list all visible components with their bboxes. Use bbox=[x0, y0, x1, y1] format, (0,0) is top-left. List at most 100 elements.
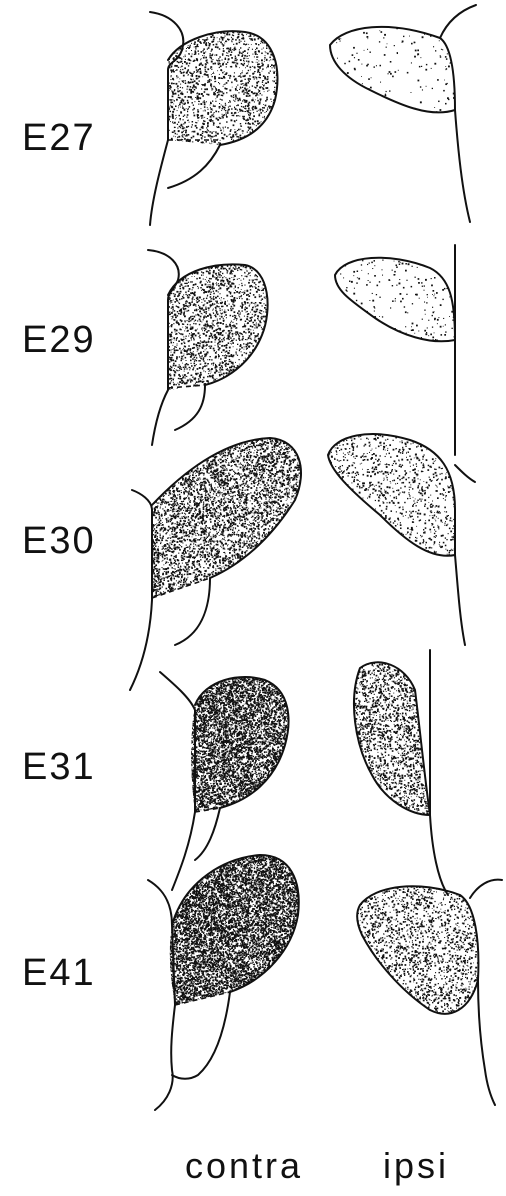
stipple-dot bbox=[273, 138, 274, 139]
stipple-dot bbox=[215, 357, 217, 359]
stipple-dot bbox=[273, 72, 275, 74]
stipple-dot bbox=[208, 371, 209, 372]
stipple-dot bbox=[269, 132, 271, 134]
stipple-dot bbox=[347, 72, 349, 74]
stipple-dot bbox=[215, 316, 217, 318]
stipple-dot bbox=[176, 356, 178, 358]
stipple-dot bbox=[361, 23, 362, 24]
stipple-dot bbox=[260, 131, 262, 133]
stipple-dot bbox=[193, 136, 194, 137]
stipple-dot bbox=[171, 268, 172, 269]
stipple-dot bbox=[445, 324, 446, 325]
stipple-dot bbox=[352, 345, 354, 347]
stipple-dot bbox=[388, 73, 389, 74]
stipple-dot bbox=[210, 120, 211, 121]
stipple-dot bbox=[245, 321, 246, 322]
stipple-dot bbox=[194, 101, 195, 102]
stipple-dot bbox=[169, 368, 171, 370]
stipple-dot bbox=[174, 295, 176, 297]
stipple-dot bbox=[387, 340, 388, 341]
stipple-dot bbox=[237, 28, 239, 30]
stipple-dot bbox=[331, 107, 332, 108]
stipple-dot bbox=[379, 41, 380, 42]
stipple-dot bbox=[185, 326, 186, 327]
stipple-dot bbox=[206, 326, 207, 327]
stipple-dot bbox=[255, 305, 256, 306]
stipple-dot bbox=[258, 110, 259, 111]
stipple-dot bbox=[227, 80, 229, 82]
stipple-dot bbox=[235, 290, 236, 291]
stipple-dot bbox=[257, 111, 258, 112]
stipple-dot bbox=[215, 131, 217, 133]
stipple-dot bbox=[270, 131, 271, 132]
stipple-dot bbox=[193, 293, 195, 295]
stipple-dot bbox=[270, 99, 271, 100]
stipple-dot bbox=[213, 39, 214, 40]
stipple-dot bbox=[370, 87, 372, 89]
stipple-dot bbox=[447, 53, 448, 54]
stipple-dot bbox=[370, 52, 371, 53]
stipple-dot bbox=[186, 465, 188, 467]
stipple-dot bbox=[240, 371, 241, 372]
stipple-dot bbox=[266, 134, 267, 135]
stipple-dot bbox=[270, 268, 272, 270]
stipple-dot bbox=[339, 104, 341, 106]
stipple-dot bbox=[274, 90, 275, 91]
stipple-dot bbox=[176, 38, 178, 40]
stipple-dot bbox=[186, 389, 187, 390]
stipple-dot bbox=[266, 345, 267, 346]
stipple-dot bbox=[223, 45, 224, 46]
stipple-dot bbox=[250, 132, 251, 133]
stipple-dot bbox=[218, 334, 219, 335]
stipple-dot bbox=[265, 268, 266, 269]
stipple-dot bbox=[230, 296, 231, 297]
stipple-dot bbox=[248, 122, 249, 123]
stipple-dot bbox=[426, 332, 427, 333]
stipple-dot bbox=[191, 302, 192, 303]
stipple-dot bbox=[212, 110, 213, 111]
stipple-dot bbox=[277, 130, 279, 132]
stipple-dot bbox=[206, 277, 207, 278]
stipple-dot bbox=[203, 370, 204, 371]
stipple-dot bbox=[179, 78, 180, 79]
stipple-dot bbox=[224, 36, 225, 37]
stipple-dot bbox=[231, 306, 233, 308]
stipple-dot bbox=[193, 323, 194, 324]
stipple-dot bbox=[195, 143, 197, 145]
stipple-dot bbox=[396, 285, 397, 286]
stipple-dot bbox=[196, 306, 197, 307]
stipple-dot bbox=[275, 52, 277, 54]
stipple-dot bbox=[187, 264, 188, 265]
stipple-dot bbox=[263, 342, 264, 343]
stipple-dot bbox=[443, 326, 444, 327]
stipple-dot bbox=[252, 286, 253, 287]
stipple-dot bbox=[265, 105, 267, 107]
stipple-dot bbox=[198, 315, 200, 317]
stipple-dot bbox=[258, 364, 259, 365]
stipple-dot bbox=[266, 99, 268, 101]
stipple-dot bbox=[420, 27, 421, 28]
stipple-dot bbox=[269, 301, 270, 302]
stipple-dot bbox=[264, 303, 265, 304]
stipple-dot bbox=[166, 454, 168, 456]
stipple-dot bbox=[178, 366, 180, 368]
stipple-dot bbox=[258, 147, 259, 148]
stipple-dot bbox=[224, 311, 225, 312]
stipple-dot bbox=[218, 127, 220, 129]
stipple-dot bbox=[268, 376, 269, 377]
stipple-dot bbox=[242, 304, 244, 306]
stipple-dot bbox=[202, 117, 203, 118]
stipple-dot bbox=[248, 294, 249, 295]
stipple-dot bbox=[277, 99, 278, 100]
stipple-dot bbox=[272, 67, 273, 68]
stipple-dot bbox=[270, 140, 271, 141]
stipple-dot bbox=[186, 279, 188, 281]
stipple-dot bbox=[270, 263, 272, 265]
stipple-dot bbox=[266, 373, 267, 374]
stipple-dot bbox=[178, 141, 180, 143]
stipple-dot bbox=[268, 264, 269, 265]
stipple-dot bbox=[180, 581, 181, 582]
stipple-dot bbox=[248, 368, 249, 369]
stipple-dot bbox=[245, 83, 247, 85]
stipple-dot bbox=[440, 31, 441, 32]
